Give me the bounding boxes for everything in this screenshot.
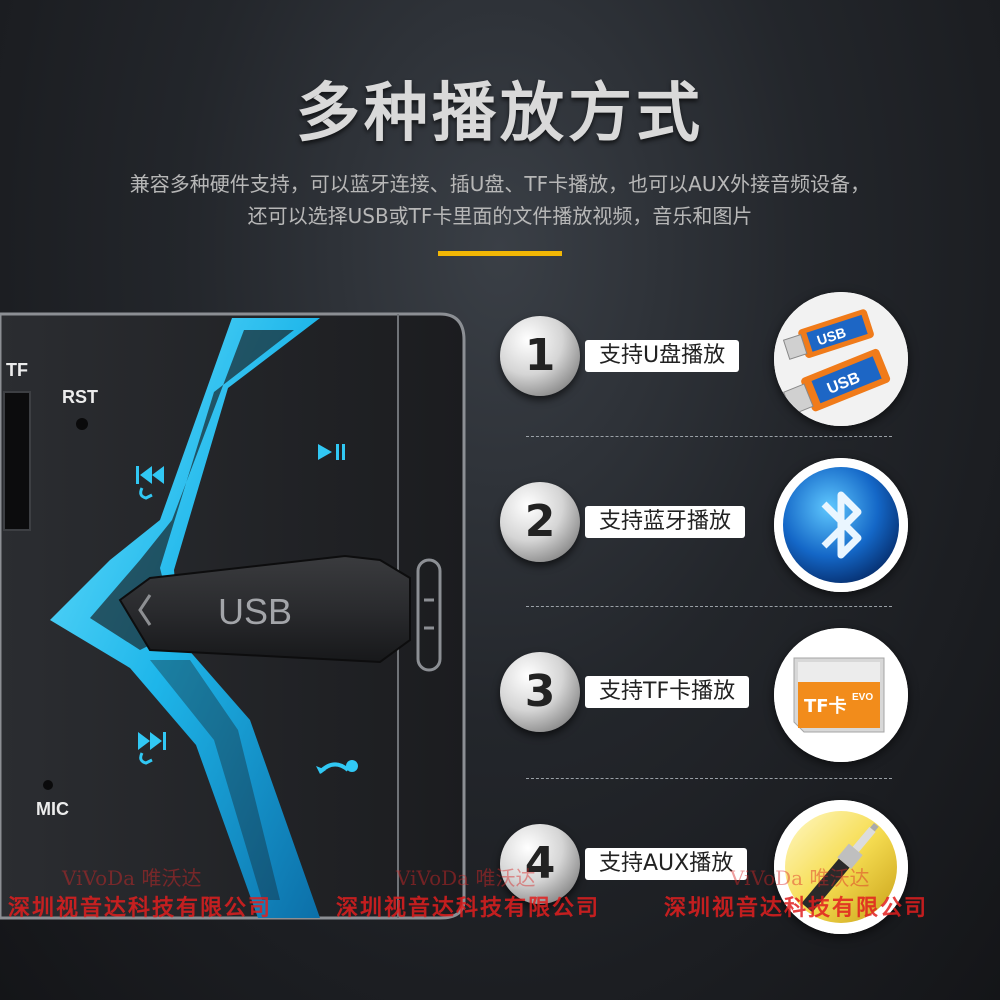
feature-usb: 1 支持U盘播放 USB USB	[500, 292, 980, 428]
feature-aux: 4 支持AUX播放	[500, 800, 980, 936]
hangup-icon[interactable]	[316, 760, 358, 774]
play-pause-icon[interactable]	[318, 444, 345, 460]
watermark-brand: ViVoDa 唯沃达	[396, 866, 536, 890]
watermark-brand: ViVoDa 唯沃达	[730, 866, 870, 890]
divider	[526, 606, 892, 607]
subtitle-line-2: 还可以选择USB或TF卡里面的文件播放视频，音乐和图片	[247, 204, 753, 228]
volume-rocker[interactable]	[416, 558, 442, 672]
tf-card-icon: TF卡 EVO	[774, 628, 908, 762]
rst-label: RST	[62, 387, 98, 407]
bluetooth-icon	[774, 458, 908, 592]
feature-label: 支持蓝牙播放	[585, 506, 746, 538]
watermark-company: 深圳视音达科技有限公司	[664, 895, 929, 921]
mic-hole	[43, 780, 53, 790]
prev-call-icon[interactable]	[136, 466, 164, 500]
svg-text:EVO: EVO	[852, 692, 873, 703]
aux-cable-icon	[774, 800, 908, 934]
mic-label: MIC	[36, 799, 69, 819]
svg-text:TF卡: TF卡	[804, 695, 847, 717]
feature-tf-card: 3 支持TF卡播放 TF卡 EVO	[500, 628, 980, 764]
subtitle-line-1: 兼容多种硬件支持，可以蓝牙连接、插U盘、TF卡播放，也可以AUX外接音频设备，	[129, 172, 871, 196]
tf-slot-label: TF	[6, 360, 28, 380]
watermark-brand: ViVoDa 唯沃达	[62, 866, 202, 890]
watermark-company: 深圳视音达科技有限公司	[336, 895, 601, 921]
feature-number: 4	[500, 824, 580, 904]
feature-label: 支持TF卡播放	[585, 676, 750, 708]
next-call-icon[interactable]	[138, 732, 166, 765]
car-stereo-faceplate: USB TF RST MIC	[0, 312, 466, 920]
feature-label: 支持AUX播放	[585, 848, 748, 880]
title-accent-bar	[438, 251, 562, 256]
feature-bluetooth: 2 支持蓝牙播放	[500, 458, 980, 594]
feature-number: 3	[500, 652, 580, 732]
page-title: 多种播放方式	[296, 77, 704, 151]
usb-plug-label: USB	[218, 591, 292, 632]
divider	[526, 436, 892, 437]
usb-drive-icon: USB USB	[774, 292, 908, 426]
rst-button[interactable]	[76, 418, 88, 430]
feature-number: 2	[500, 482, 580, 562]
watermark-company: 深圳视音达科技有限公司	[8, 895, 273, 921]
feature-label: 支持U盘播放	[585, 340, 740, 372]
divider	[526, 778, 892, 779]
feature-number: 1	[500, 316, 580, 396]
